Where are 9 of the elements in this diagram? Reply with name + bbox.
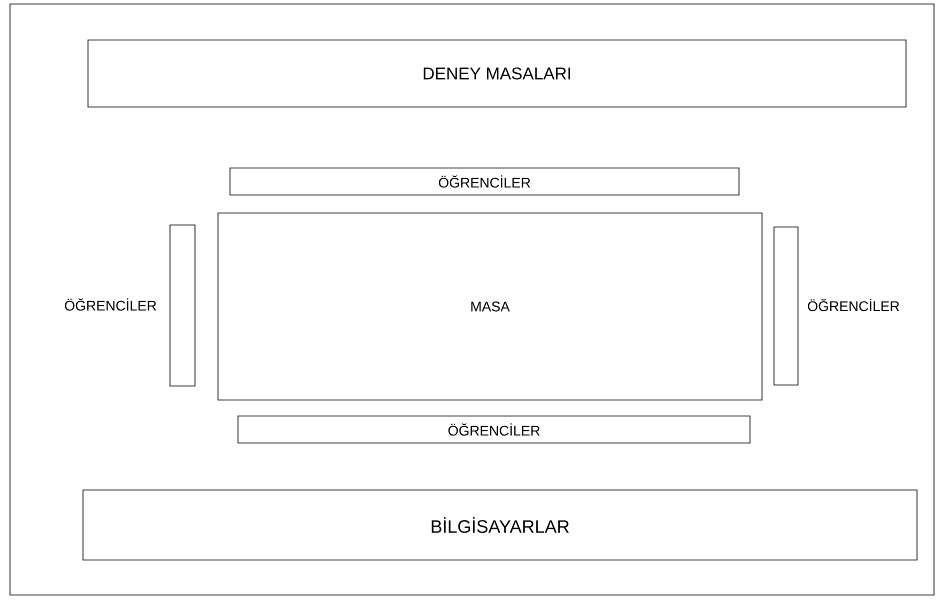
student-bench xyxy=(774,226,798,386)
student-bench: ÖĞRENCİLER xyxy=(230,168,740,196)
table-box: BİLGİSAYARLAR xyxy=(82,490,918,560)
bench-label: ÖĞRENCİLER xyxy=(808,298,900,312)
student-bench: ÖĞRENCİLER xyxy=(238,416,750,444)
student-bench xyxy=(170,224,196,386)
bench-label: ÖĞRENCİLER xyxy=(64,298,156,311)
table-box: MASA xyxy=(218,212,762,400)
table-box: DENEY MASALARI xyxy=(88,40,906,108)
